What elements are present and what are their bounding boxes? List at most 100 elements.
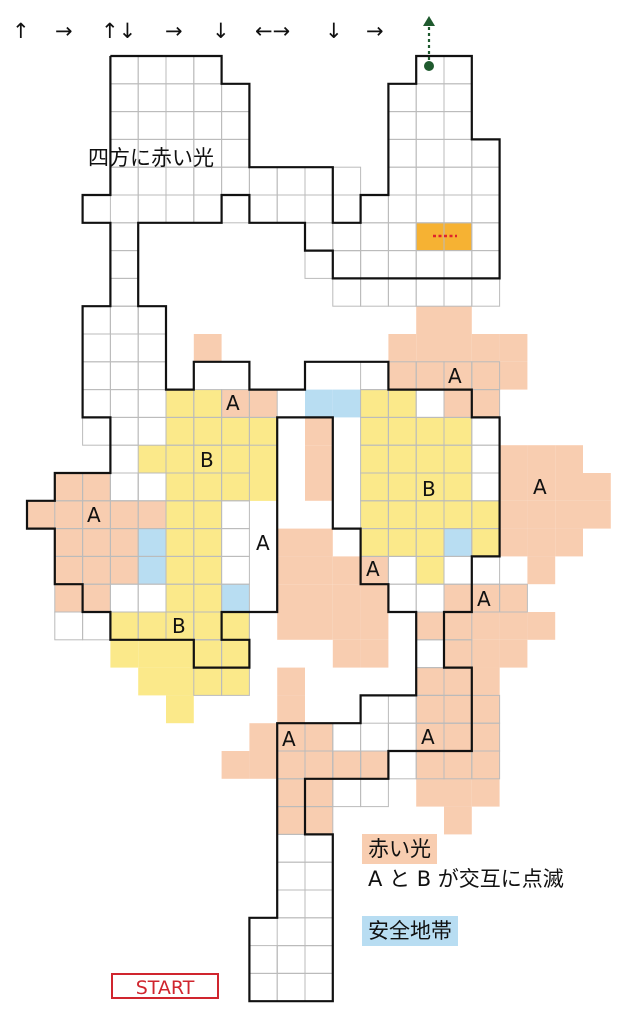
floor-cell [387,277,417,307]
yellow-light-cell [166,445,194,473]
yellow-light-cell [193,556,222,585]
yellow-light-cell [166,639,194,668]
red-light-cell [332,751,361,779]
red-light-cell [249,389,278,418]
floor-cell [443,277,473,307]
floor-cell [387,583,417,613]
zone-label-a: A [87,503,101,527]
red-light-cell [471,361,500,390]
yellow-light-cell [110,639,139,668]
floor-cell [471,222,501,252]
floor-cell [109,305,139,335]
red-light-cell [110,528,139,557]
floor-cell [387,694,417,724]
red-light-cell [110,500,139,529]
exit-arrow-icon[interactable] [423,16,435,71]
red-light-cell [82,528,111,557]
red-light-cell [471,334,500,362]
red-light-cell [138,500,166,529]
yellow-light-cell [166,500,194,529]
yellow-light-cell [193,417,222,446]
route-arrow-1: ↑ [12,19,30,43]
red-light-cell [471,389,500,418]
floor-cell [137,194,167,224]
legend-safe-zone: 安全地帯 [362,916,458,946]
red-light-cell [332,612,361,640]
floor-cell [276,166,306,196]
red-light-cell [27,500,55,529]
floor-cell [443,194,473,224]
map-note: 四方に赤い光 [88,146,214,170]
red-light-cell [444,612,472,640]
yellow-light-cell [360,528,389,557]
floor-cell [137,55,167,85]
red-light-cell [277,612,305,640]
red-light-cell [444,778,472,807]
floor-cell [332,222,362,252]
floor-cell [415,639,445,669]
floor-cell [387,722,417,752]
red-light-cell [54,473,83,501]
red-light-cell [444,334,472,362]
floor-cell [387,166,417,196]
red-light-cell [499,334,528,362]
route-arrow-2: → [55,19,73,43]
red-light-cell [277,584,305,612]
red-light-cell [471,612,500,640]
floor-cell [109,389,139,418]
red-light-cell [555,445,583,473]
safe-zone-cell [444,528,472,557]
floor-cell [387,555,417,585]
safe-zone-cell [138,556,166,585]
floor-cell [387,222,417,252]
floor-cell [387,194,417,224]
floor-cell [193,55,223,85]
yellow-light-cell [193,500,222,529]
red-light-cell [305,751,333,779]
floor-cell [82,389,111,418]
floor-cell [109,277,139,307]
floor-cell [332,166,362,196]
red-light-cell [305,778,333,807]
zone-label-b: B [172,614,186,638]
yellow-light-cell [166,695,194,724]
red-light-cell [416,612,444,640]
floor-cell [499,583,528,613]
yellow-light-cell [193,445,222,473]
route-arrow-6: ←→ [255,19,291,43]
floor-cell [471,416,501,446]
red-light-cell [277,806,305,835]
red-light-cell [305,473,333,501]
floor-cell [109,444,139,474]
floor-cell [137,583,167,613]
floor-cell [332,778,362,808]
floor-cell [332,250,362,279]
red-light-cell [193,334,222,362]
floor-cell [248,166,278,196]
floor-cell [248,972,278,1002]
red-light-cell [54,556,83,585]
floor-cell [360,250,389,279]
red-light-cell [444,695,472,724]
yellow-light-cell [221,612,250,640]
floor-cell [221,83,250,113]
floor-cell [221,555,250,585]
floor-cell [332,722,362,752]
floor-cell [304,833,334,863]
red-light-cell [277,695,305,724]
yellow-light-cell [444,473,472,501]
red-light-cell [305,612,333,640]
red-light-cell [249,723,278,751]
floor-cell [165,55,195,85]
floor-cell [332,222,362,252]
floor-cell [304,222,334,252]
red-light-cell [499,612,528,640]
yellow-light-cell [221,639,250,668]
yellow-light-cell [138,667,166,696]
safe-zone-cell [305,389,333,418]
zone-label-b: B [200,448,214,472]
floor-cell [109,305,139,335]
floor-cell [221,500,250,530]
yellow-light-cell [388,445,417,473]
yellow-light-cell [166,473,194,501]
